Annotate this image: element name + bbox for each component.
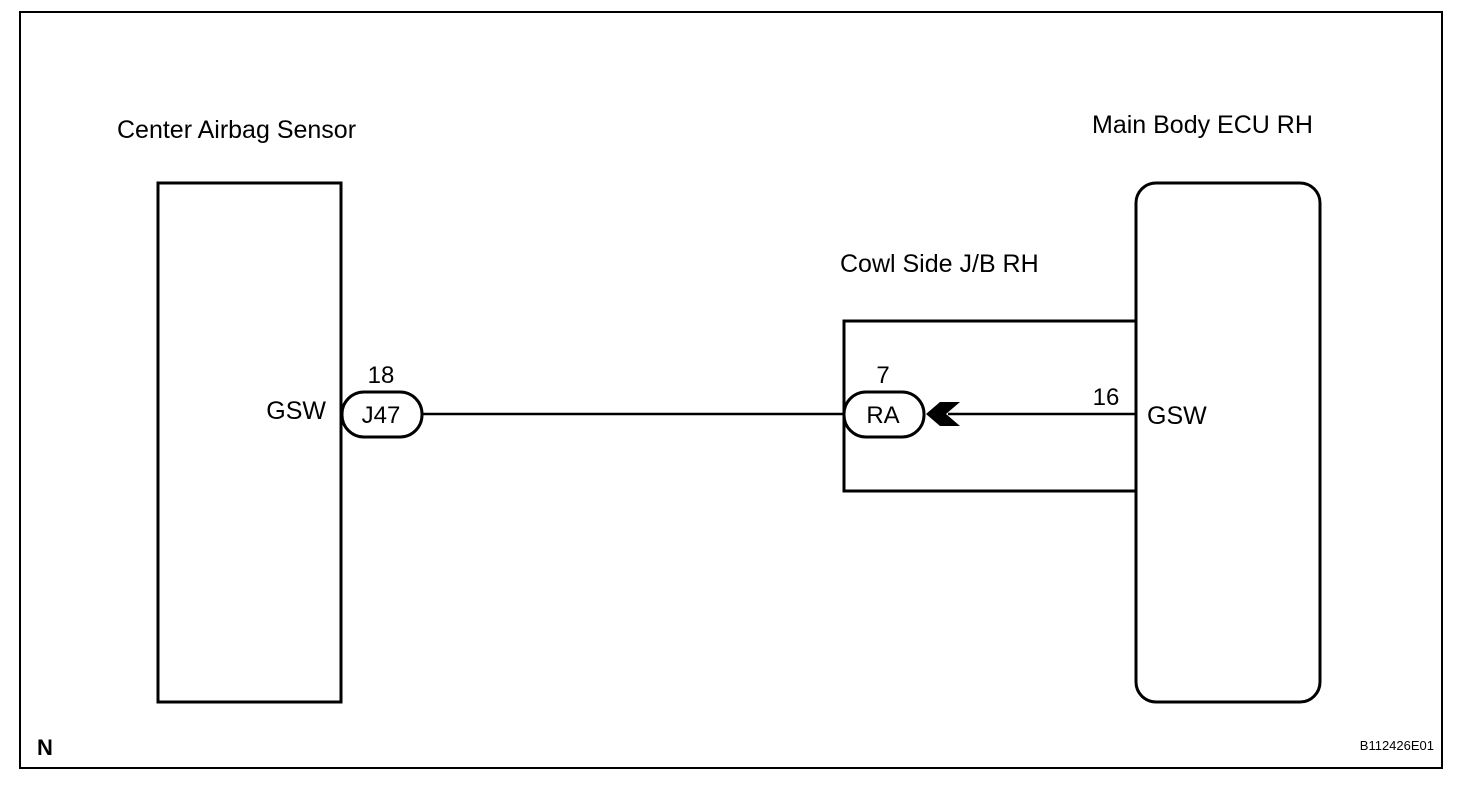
connector-ra-badge <box>842 390 926 439</box>
main-body-ecu-label: Main Body ECU RH <box>1092 111 1313 139</box>
center-airbag-sensor: Center Airbag Sensor GSW 18 J47 <box>117 116 424 704</box>
cowl-side-junction-block: Cowl Side J/B RH 7 RA <box>840 250 1136 493</box>
main-body-ecu: Main Body ECU RH 16 GSW <box>1092 111 1322 704</box>
corner-letter: N <box>37 735 53 760</box>
main-body-ecu-pin-number: 16 <box>1093 384 1120 411</box>
center-airbag-sensor-box <box>156 181 343 704</box>
cowl-side-junction-block-label: Cowl Side J/B RH <box>840 250 1039 278</box>
center-airbag-sensor-pin-number: 18 <box>368 362 395 389</box>
center-airbag-sensor-terminal: GSW <box>266 397 326 425</box>
main-body-ecu-terminal: GSW <box>1147 402 1207 430</box>
center-airbag-sensor-label: Center Airbag Sensor <box>117 116 356 144</box>
connector-ra-label: RA <box>866 402 899 429</box>
chevron-connector-icon <box>926 402 960 426</box>
diagram-frame <box>19 11 1443 769</box>
figure-code: B112426E01 <box>1360 738 1434 753</box>
connector-j47-label: J47 <box>362 402 401 429</box>
main-body-ecu-box <box>1134 181 1322 704</box>
cowl-side-junction-block-pin-number: 7 <box>876 362 889 389</box>
